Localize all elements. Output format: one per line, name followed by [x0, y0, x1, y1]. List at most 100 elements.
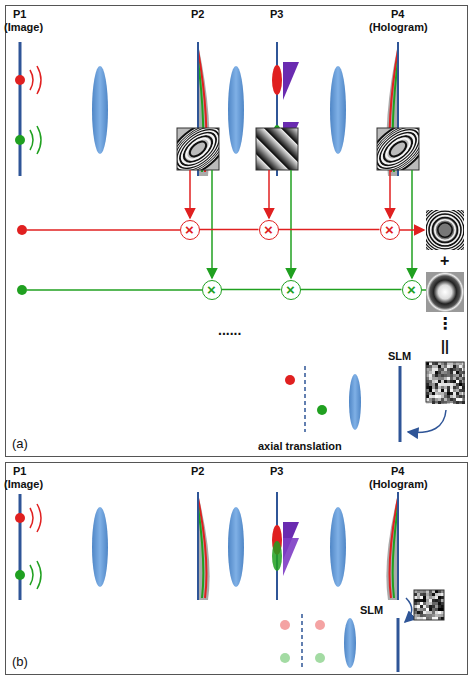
drawing-part [228, 507, 244, 587]
multiply-node: × [259, 220, 279, 240]
plane-name: P2 [191, 8, 204, 20]
drawing-part [450, 398, 453, 401]
plane-name: P2 [191, 465, 204, 477]
drawing-part [92, 66, 108, 154]
drawing-part [444, 398, 447, 401]
signal-connector [279, 229, 380, 231]
drawing-part [444, 383, 447, 386]
drawing-part [429, 374, 432, 377]
hologram-images [408, 202, 473, 432]
drawing-part [441, 392, 444, 395]
drawing-part [432, 398, 435, 401]
drawing-part [447, 380, 450, 383]
drawing-part [459, 383, 462, 386]
multiply-node: × [180, 220, 200, 240]
drawing-part [435, 392, 438, 395]
drawing-part [397, 618, 400, 672]
drawing-part [441, 377, 444, 380]
multiply-sign: × [264, 222, 273, 237]
drawing-part [441, 386, 444, 389]
drawing-part [453, 377, 456, 380]
drawing-part [414, 590, 444, 620]
drawing-part [390, 498, 398, 598]
plane-name: P4 [391, 465, 404, 477]
drawing-part [432, 599, 435, 602]
drawing-part [268, 170, 270, 218]
drawing-part [177, 128, 219, 170]
drawing-part [438, 371, 441, 374]
drawing-part [423, 614, 426, 617]
drawing-part [426, 210, 464, 250]
plane-name: P1 [13, 465, 26, 477]
drawing-part [447, 368, 450, 371]
drawing-part [30, 504, 41, 532]
multiply-node: × [380, 220, 400, 240]
plane-name: P3 [270, 8, 283, 20]
drawing-part [432, 374, 435, 377]
drawing-part [432, 596, 435, 599]
drawing-part [435, 608, 438, 611]
drawing-part [438, 383, 441, 386]
drawing-part [444, 395, 447, 398]
multiply-sign: × [286, 282, 295, 297]
drawing-part [432, 377, 435, 380]
drawing-part [432, 380, 435, 383]
drawing-part [456, 374, 459, 377]
drawing-part [438, 395, 441, 398]
drawing-part [429, 386, 432, 389]
drawing-part [432, 392, 435, 395]
drawing-part [198, 494, 210, 600]
drawing-part [447, 374, 450, 377]
drawing-part [177, 128, 219, 170]
drawing-part [453, 374, 456, 377]
drawing-part [280, 653, 290, 663]
drawing-part [438, 593, 441, 596]
drawing-part [444, 377, 447, 380]
drawing-part [429, 371, 432, 374]
p4-plane [386, 492, 398, 600]
drawing-part [447, 392, 450, 395]
drawing-part [432, 605, 435, 608]
drawing-part [441, 374, 444, 377]
drawing-part [377, 128, 419, 170]
drawing-part [426, 593, 429, 596]
drawing-part [15, 570, 25, 580]
drawing-part [432, 611, 435, 614]
drawing-part [177, 128, 219, 170]
drawing-part [417, 596, 420, 599]
slm-label: SLM [360, 604, 383, 616]
drawing-part [417, 593, 420, 596]
drawing-part [426, 599, 429, 602]
drawing-part [447, 389, 450, 392]
drawing-part [456, 395, 459, 398]
multiply-node: × [402, 280, 422, 300]
drawing-part [417, 602, 420, 605]
drawing-part [438, 608, 441, 611]
drawing-part [19, 494, 22, 600]
drawing-part [397, 492, 399, 600]
drawing-part [211, 170, 213, 278]
drawing-part [438, 605, 441, 608]
phase-mask [159, 112, 437, 186]
drawing-part [450, 374, 453, 377]
drawing-part [456, 398, 459, 401]
drawing-part [426, 605, 429, 608]
drawing-part [27, 229, 180, 231]
drawing-part [432, 395, 435, 398]
drawing-part [417, 608, 420, 611]
drawing-part [435, 383, 438, 386]
drawing-part [429, 395, 432, 398]
drawing-part [453, 395, 456, 398]
drawing-part [426, 596, 429, 599]
drawing-part [441, 383, 444, 386]
drawing-part [317, 405, 327, 415]
drawing-part [426, 608, 429, 611]
p2-plane [198, 492, 210, 600]
drawing-part [411, 170, 413, 278]
drawing-part [423, 596, 426, 599]
drawing-part [426, 210, 464, 250]
drawing-part [377, 128, 419, 170]
drawing-part [420, 608, 423, 611]
drawing-part [438, 389, 441, 392]
drawing-part [441, 380, 444, 383]
